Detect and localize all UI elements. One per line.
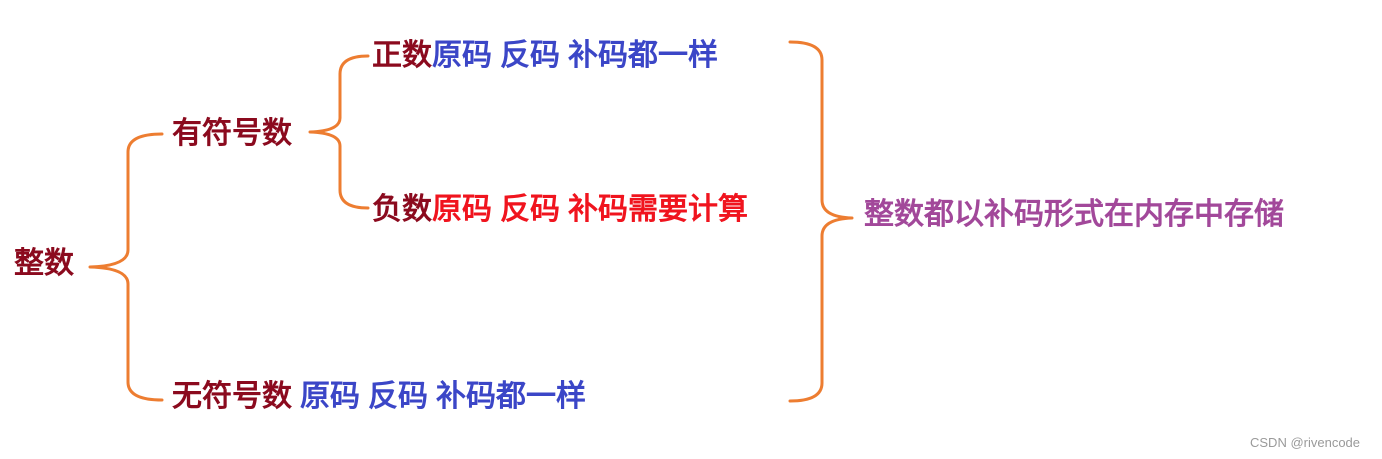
root-brace	[88, 132, 164, 402]
signed-label: 有符号数	[172, 116, 292, 151]
unsigned-detail: 补码都一样	[436, 379, 586, 414]
positive-ones: 反码	[500, 38, 560, 73]
watermark-text: CSDN @rivencode	[1250, 435, 1361, 450]
positive-detail: 补码都一样	[568, 38, 718, 73]
root-label: 整数	[14, 246, 74, 281]
unsigned-ones: 反码	[368, 379, 428, 414]
negative-row: 负数原码反码补码需要计算	[372, 193, 748, 227]
negative-ones: 反码	[500, 192, 560, 227]
positive-row: 正数原码反码补码都一样	[372, 39, 718, 73]
negative-detail: 补码需要计算	[568, 192, 748, 227]
unsigned-label: 无符号数	[172, 379, 292, 414]
negative-original: 原码	[432, 192, 492, 227]
unsigned-original: 原码	[300, 379, 360, 414]
conclusion-brace	[788, 40, 854, 403]
unsigned-row: 无符号数原码反码补码都一样	[172, 380, 586, 414]
negative-label: 负数	[372, 192, 432, 227]
positive-original: 原码	[432, 38, 492, 73]
signed-brace	[308, 54, 370, 210]
conclusion-label: 整数都以补码形式在内存中存储	[864, 197, 1284, 232]
positive-label: 正数	[372, 38, 432, 73]
